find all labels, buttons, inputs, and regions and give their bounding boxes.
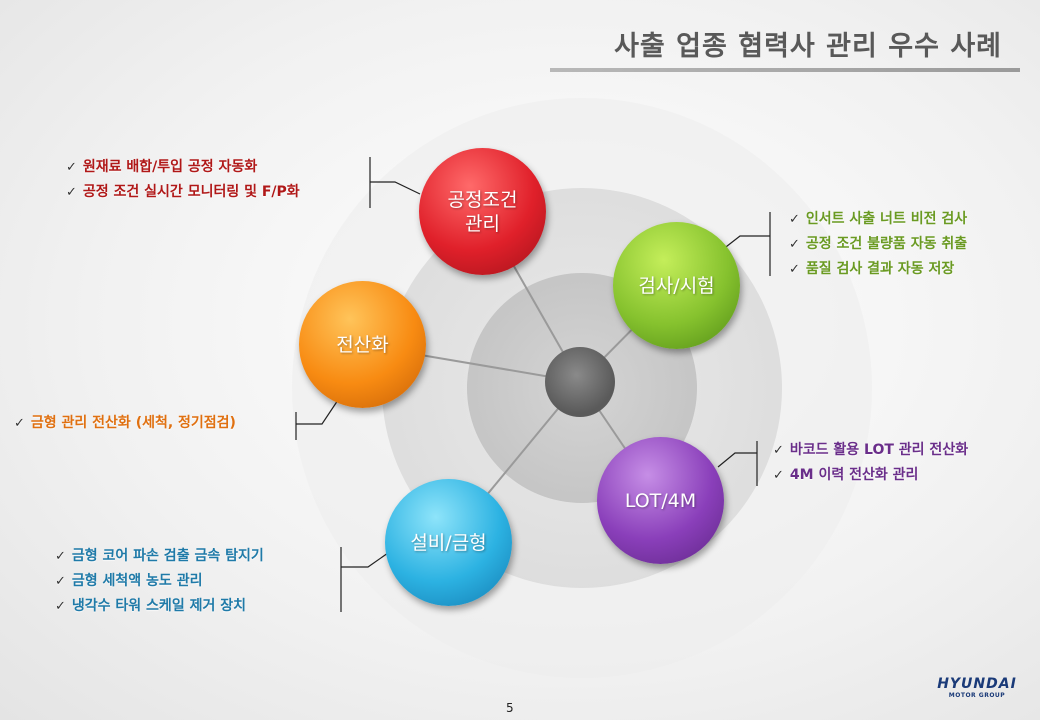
check-icon: ✓	[773, 468, 784, 483]
check-icon: ✓	[66, 185, 77, 200]
node-inspection-label: 검사/시험	[638, 274, 715, 297]
check-icon: ✓	[789, 237, 800, 252]
node-equipment-mold-label: 설비/금형	[410, 531, 487, 554]
callout-lot-4m: ✓바코드 활용 LOT 관리 전산화 ✓4M 이력 전산화 관리	[773, 438, 968, 488]
check-icon: ✓	[66, 160, 77, 175]
leader-computerization	[296, 399, 339, 425]
list-item: ✓금형 관리 전산화 (세척, 정기점검)	[14, 415, 236, 431]
leader-equipment	[341, 552, 389, 568]
hub-circle	[545, 347, 615, 417]
callout-process-conditions: ✓원재료 배합/투입 공정 자동화 ✓공정 조건 실시간 모니터링 및 F/P화	[66, 155, 300, 205]
list-item: ✓품질 검사 결과 자동 저장	[789, 261, 955, 277]
check-icon: ✓	[55, 549, 66, 564]
list-item: ✓바코드 활용 LOT 관리 전산화	[773, 442, 969, 458]
list-item: ✓4M 이력 전산화 관리	[773, 467, 919, 483]
logo-subtitle: MOTOR GROUP	[948, 692, 1006, 699]
node-process-conditions: 공정조건 관리	[419, 148, 546, 275]
leader-inspection	[721, 235, 770, 251]
check-icon: ✓	[55, 574, 66, 589]
list-item: ✓공정 조건 실시간 모니터링 및 F/P화	[66, 184, 300, 200]
check-icon: ✓	[789, 262, 800, 277]
title-underline	[550, 68, 1020, 72]
node-equipment-mold: 설비/금형	[385, 479, 512, 606]
list-item: ✓금형 코어 파손 검출 금속 탐지기	[55, 548, 264, 564]
callout-computerization: ✓금형 관리 전산화 (세척, 정기점검)	[14, 411, 236, 436]
list-item: ✓금형 세척액 농도 관리	[55, 573, 203, 589]
list-item: ✓냉각수 타워 스케일 제거 장치	[55, 598, 246, 614]
node-computerization-label: 전산화	[336, 333, 389, 356]
node-process-conditions-label: 공정조건 관리	[447, 188, 518, 235]
check-icon: ✓	[55, 599, 66, 614]
node-lot-4m-label: LOT/4M	[624, 489, 697, 512]
node-inspection: 검사/시험	[613, 222, 740, 349]
list-item: ✓원재료 배합/투입 공정 자동화	[66, 159, 258, 175]
callout-inspection: ✓인서트 사출 너트 비전 검사 ✓공정 조건 불량품 자동 취출 ✓품질 검사…	[789, 207, 967, 282]
leader-process	[370, 181, 421, 195]
hyundai-logo: HYUNDAI MOTOR GROUP	[936, 676, 1018, 700]
check-icon: ✓	[14, 416, 25, 431]
node-lot-4m: LOT/4M	[597, 437, 724, 564]
check-icon: ✓	[773, 443, 784, 458]
slide-title: 사출 업종 협력사 관리 우수 사례	[614, 31, 1002, 62]
page-number: 5	[506, 701, 514, 715]
leader-lot	[717, 452, 757, 468]
node-computerization: 전산화	[299, 281, 426, 408]
callout-equipment-mold: ✓금형 코어 파손 검출 금속 탐지기 ✓금형 세척액 농도 관리 ✓냉각수 타…	[55, 544, 264, 619]
list-item: ✓인서트 사출 너트 비전 검사	[789, 211, 968, 227]
check-icon: ✓	[789, 212, 800, 227]
logo-mark: HYUNDAI	[937, 676, 1017, 692]
list-item: ✓공정 조건 불량품 자동 취출	[789, 236, 968, 252]
